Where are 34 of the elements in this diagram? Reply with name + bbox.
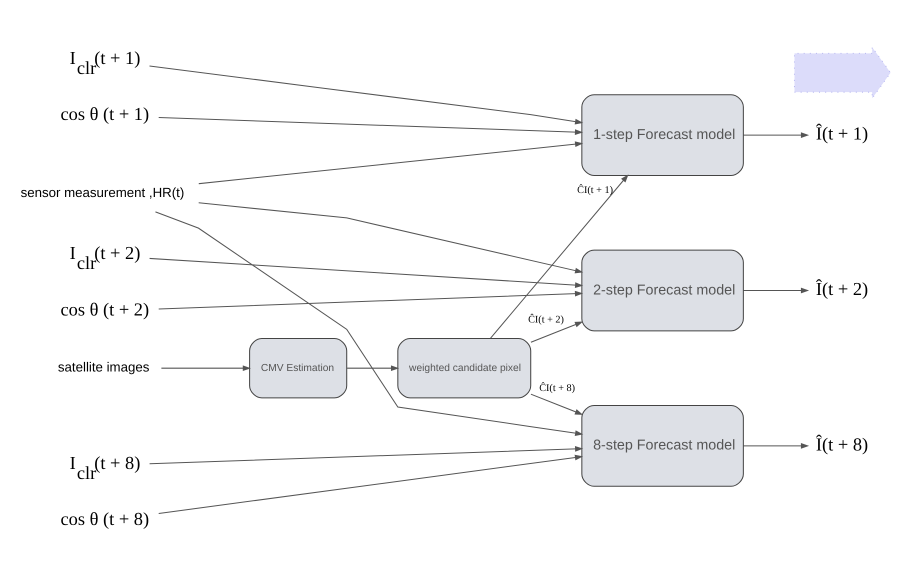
node-text: cos θ (t + 8) (60, 508, 150, 529)
arrow (155, 210, 584, 436)
node-text: cos θ (t + 1) (60, 104, 150, 124)
arrow (149, 64, 584, 124)
node-text: Î(t + 2) (816, 278, 868, 298)
node-text: satellite images (58, 359, 150, 374)
arrow (150, 257, 584, 288)
node-box: 8-step Forecast model (581, 404, 744, 486)
node-box: 2-step Forecast model (581, 249, 744, 331)
arrow (198, 140, 584, 184)
node-arrow (794, 45, 892, 100)
edge-label: ĈI(t + 1) (577, 184, 614, 196)
arrow (158, 290, 584, 310)
node-box: CMV Estimation (249, 338, 348, 398)
arrow (150, 446, 584, 464)
node-box: 1-step Forecast model (581, 94, 744, 176)
edge-label: ĈI(t + 2) (528, 314, 564, 326)
node-box: weighted candidate pixel (397, 338, 532, 398)
arrow (743, 132, 810, 138)
node-text: sensor measurement ,HR(t) (20, 184, 184, 200)
node-text: Î(t + 8) (816, 434, 868, 454)
arrow (158, 116, 584, 134)
edge-label: ĈI(t + 8) (539, 382, 576, 394)
arrow (161, 364, 251, 371)
node-text: Î(t + 1) (816, 123, 868, 144)
arrow (490, 174, 629, 338)
arrow (158, 454, 584, 514)
arrow (198, 202, 584, 273)
arrow (743, 287, 810, 293)
arrow (347, 364, 400, 371)
node-text: cos θ (t + 2) (60, 298, 150, 319)
arrow (530, 321, 584, 342)
arrow (530, 393, 584, 414)
arrow (743, 442, 810, 448)
